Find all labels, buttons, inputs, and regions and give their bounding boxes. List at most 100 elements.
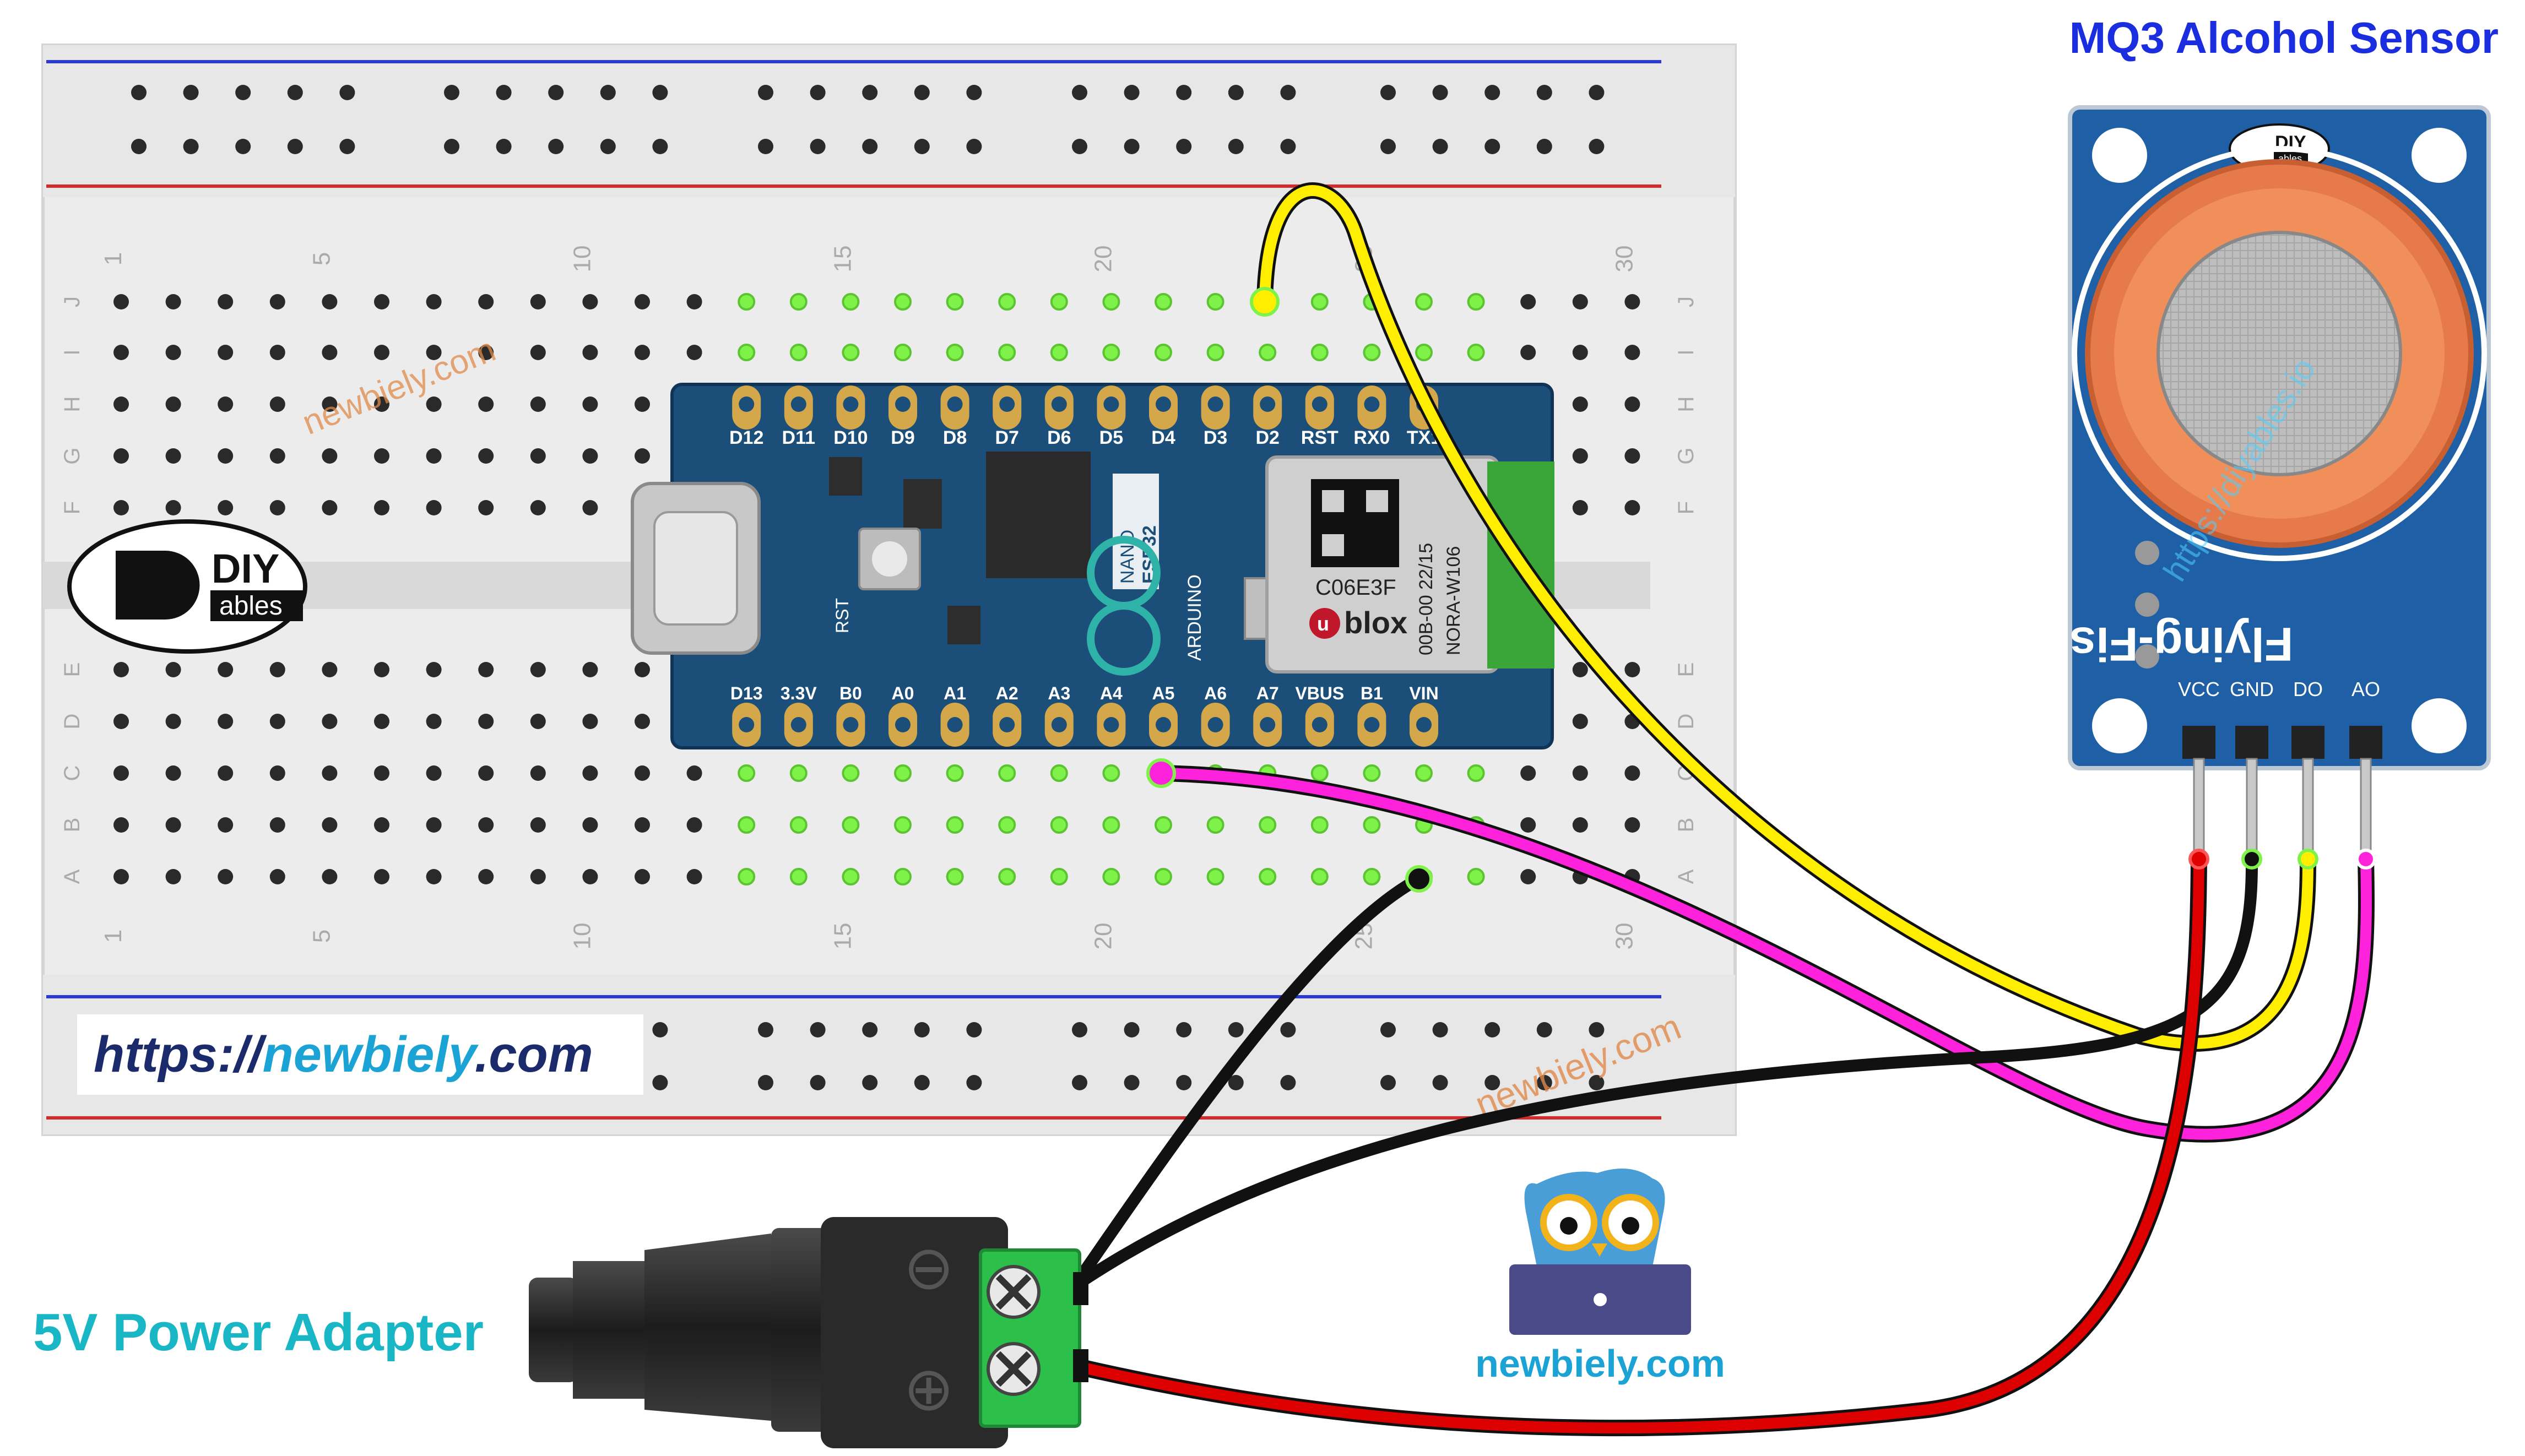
diyables-logo: DIY ables — [67, 519, 307, 654]
breadboard-hole — [1050, 293, 1068, 311]
breadboard-hole — [1050, 816, 1068, 834]
breadboard-hole — [789, 764, 808, 782]
breadboard-hole — [165, 869, 181, 884]
rail-hole — [1124, 1075, 1140, 1090]
bottom-pin-label: A2 — [996, 683, 1018, 703]
top-pin-label: RST — [1301, 427, 1339, 448]
breadboard-hole — [530, 765, 546, 781]
breadboard-hole — [1624, 817, 1640, 833]
sensor-title: MQ3 Alcohol Sensor — [2069, 13, 2499, 62]
rail-hole — [1432, 1022, 1448, 1037]
breadboard-hole — [478, 448, 494, 464]
top-pin-label: D8 — [943, 427, 967, 448]
breadboard-hole — [1259, 816, 1277, 834]
breadboard-hole — [322, 765, 338, 781]
breadboard-hole — [1520, 817, 1536, 833]
breadboard-hole — [478, 396, 494, 412]
mount-hole-br — [2412, 698, 2467, 753]
breadboard-hole — [998, 764, 1016, 782]
wires — [1069, 182, 2376, 1437]
breadboard-hole — [1467, 764, 1485, 782]
black-wire-breadboard — [1069, 873, 1422, 1290]
breadboard-hole — [1310, 293, 1329, 311]
breadboard-hole — [374, 294, 389, 309]
breadboard-hole — [1259, 868, 1277, 885]
module-id-1: 00B-00 22/15 — [1416, 543, 1437, 655]
breadboard-hole — [894, 868, 912, 885]
breadboard-hole — [530, 345, 546, 360]
logo-ables: ables — [219, 591, 283, 621]
ublox-brand: blox — [1344, 605, 1407, 640]
breadboard-hole — [1102, 344, 1120, 361]
breadboard-hole — [842, 293, 860, 311]
breadboard-hole — [635, 294, 650, 309]
top-pin-label: D4 — [1151, 427, 1175, 448]
bottom-pin-label: A0 — [892, 683, 914, 703]
breadboard-hole — [946, 344, 964, 361]
rail-hole — [1432, 1075, 1448, 1090]
rail-hole — [758, 85, 773, 100]
breadboard-hole — [635, 448, 650, 464]
rail-hole — [1432, 139, 1448, 154]
breadboard-hole — [218, 345, 234, 360]
bottom-pin-label: B0 — [839, 683, 862, 703]
row-letter: G — [1674, 447, 1698, 464]
breadboard-hole — [1415, 764, 1433, 782]
rail-hole — [131, 139, 147, 154]
breadboard-hole — [582, 448, 598, 464]
breadboard-hole — [1206, 868, 1224, 885]
rail-hole — [548, 85, 564, 100]
breadboard-hole — [842, 868, 860, 885]
breadboard-hole — [269, 448, 285, 464]
sensor-pin-label: VCC — [2178, 678, 2220, 700]
breadboard-hole — [635, 817, 650, 833]
column-number: 15 — [829, 923, 856, 950]
breadboard-hole — [478, 765, 494, 781]
breadboard-hole — [218, 817, 234, 833]
rail-hole — [862, 85, 878, 100]
breadboard-hole — [165, 500, 181, 515]
breadboard-hole — [218, 448, 234, 464]
svg-text:https://newbiely.com: https://newbiely.com — [94, 1026, 593, 1083]
breadboard-hole — [165, 765, 181, 781]
breadboard-hole — [1520, 765, 1536, 781]
breadboard-hole — [582, 396, 598, 412]
breadboard-hole — [1572, 500, 1588, 515]
breadboard-hole — [374, 500, 389, 515]
breadboard-hole — [113, 345, 129, 360]
breadboard-hole — [322, 662, 338, 677]
breadboard-hole — [738, 764, 756, 782]
breadboard-hole — [1050, 868, 1068, 885]
mount-hole-tl — [2092, 128, 2147, 183]
breadboard-hole — [426, 345, 442, 360]
breadboard-hole — [478, 500, 494, 515]
breadboard-hole — [686, 765, 702, 781]
breadboard-hole — [1102, 816, 1120, 834]
breadboard-hole — [1520, 294, 1536, 309]
breadboard-hole — [426, 869, 442, 884]
breadboard-hole — [165, 396, 181, 412]
top-pin-label: D7 — [995, 427, 1018, 448]
breadboard-hole — [1624, 765, 1640, 781]
row-letter: E — [60, 662, 84, 677]
bottom-pin-label: B1 — [1361, 683, 1383, 703]
rail-hole — [862, 1075, 878, 1090]
module-code: C06E3F — [1315, 575, 1396, 600]
breadboard-hole — [269, 662, 285, 677]
breadboard-hole — [789, 816, 808, 834]
bottom-pin-label: VBUS — [1295, 683, 1344, 703]
dc-power-jack: ⊖ ⊕ — [529, 1217, 1088, 1448]
breadboard-hole — [322, 817, 338, 833]
rail-hole — [914, 1075, 930, 1090]
rail-hole — [1228, 85, 1244, 100]
row-letter: H — [1674, 396, 1698, 412]
rail-hole — [444, 139, 459, 154]
breadboard-hole — [789, 344, 808, 361]
top-pin-label: D11 — [782, 427, 816, 448]
arduino-pin-pads — [732, 385, 1438, 747]
column-number: 20 — [1090, 923, 1117, 950]
breadboard-hole — [374, 662, 389, 677]
breadboard-hole — [530, 714, 546, 729]
